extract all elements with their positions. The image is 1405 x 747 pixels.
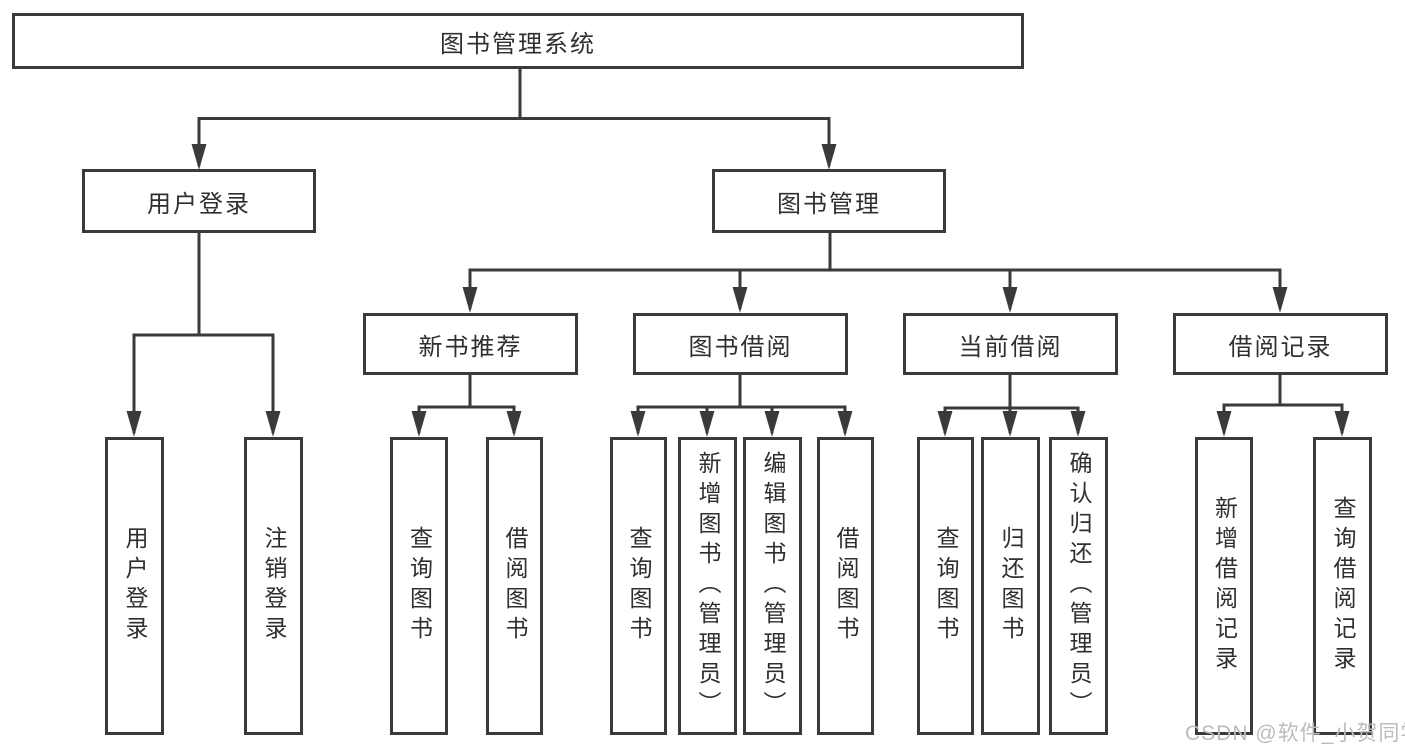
- node-return-books: 归还图书: [981, 437, 1040, 735]
- node-add-book-admin: 新增图书（管理员）: [678, 437, 737, 735]
- node-borrow-books-recommend: 借阅图书: [486, 437, 543, 735]
- node-add-borrow-record: 新增借阅记录: [1195, 437, 1253, 735]
- watermark: CSDN @软件_小贺同学: [1185, 722, 1405, 745]
- node-borrow-books-leaf: 借阅图书: [817, 437, 874, 735]
- node-root-library-system: 图书管理系统: [12, 13, 1024, 69]
- node-query-books-recommend: 查询图书: [390, 437, 448, 735]
- node-query-books-current: 查询图书: [917, 437, 974, 735]
- node-query-books-borrowing: 查询图书: [610, 437, 667, 735]
- node-confirm-return-admin: 确认归还（管理员）: [1049, 437, 1108, 735]
- node-edit-book-admin: 编辑图书（管理员）: [743, 437, 802, 735]
- node-query-borrow-record: 查询借阅记录: [1313, 437, 1372, 735]
- node-user-login: 用户登录: [82, 169, 316, 233]
- node-user-login-leaf: 用户登录: [105, 437, 164, 735]
- node-book-management: 图书管理: [712, 169, 946, 233]
- node-new-book-recommend: 新书推荐: [363, 313, 578, 375]
- node-book-borrowing: 图书借阅: [633, 313, 848, 375]
- node-current-borrowing: 当前借阅: [903, 313, 1118, 375]
- node-borrowing-records: 借阅记录: [1173, 313, 1388, 375]
- node-logout-leaf: 注销登录: [244, 437, 303, 735]
